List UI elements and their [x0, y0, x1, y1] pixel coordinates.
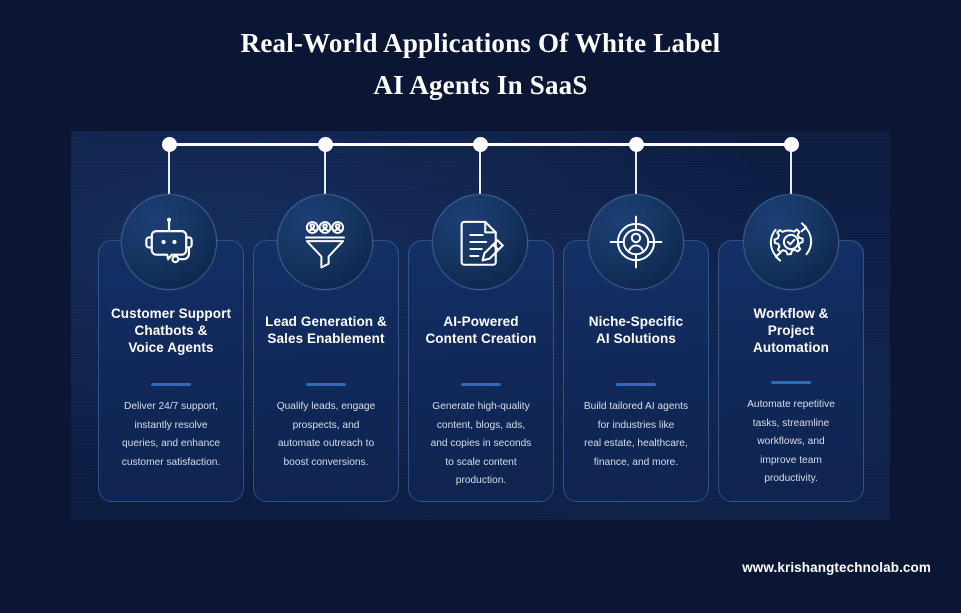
card-title-1-line-1: Customer Support [110, 306, 232, 321]
card-title-3-line-2: Content Creation [425, 331, 537, 346]
page-title-line-1: Real-World Applications Of White Label [240, 28, 721, 58]
card-body-5: Automate repetitive tasks, streamline wo… [727, 396, 855, 489]
card-body-3-line-2: content, blogs, ads, [436, 419, 526, 431]
timeline-node-5[interactable] [784, 137, 799, 152]
timeline-node-1[interactable] [162, 137, 177, 152]
card-title-5-line-2: Project [767, 323, 815, 338]
card-body-3-line-1: Generate high-quality [432, 401, 530, 412]
card-body-3-line-5: production. [455, 475, 507, 486]
card-body-1: Deliver 24/7 support, instantly resolve … [107, 398, 235, 472]
card-body-4-line-1: Build tailored AI agents [583, 401, 689, 412]
chatbot-headset-icon [140, 213, 198, 271]
card-divider-4 [616, 383, 656, 386]
card-body-2-line-1: Qualify leads, engage [276, 401, 376, 412]
card-divider-1 [151, 383, 191, 386]
card-divider-3 [461, 383, 501, 386]
card-title-3-line-1: AI-Powered [443, 314, 519, 329]
card-body-3-line-4: to scale content [445, 456, 517, 468]
icon-bubble-3 [432, 194, 528, 290]
timeline-node-3[interactable] [473, 137, 488, 152]
card-title-2: Lead Generation & Sales Enablement [263, 313, 389, 347]
card-body-5-line-5: productivity. [764, 473, 818, 484]
timeline-drop-line-5 [790, 150, 792, 194]
timeline-drop-line-4 [635, 150, 637, 194]
card-body-1-line-2: instantly resolve [134, 419, 208, 431]
card-body-1-line-4: customer satisfaction. [121, 456, 221, 468]
card-title-2-line-1: Lead Generation & [265, 314, 387, 329]
card-title-2-line-2: Sales Enablement [267, 331, 385, 346]
card-title-5: Workflow & Project Automation [728, 305, 854, 356]
card-body-5-line-4: improve team [760, 454, 822, 466]
icon-bubble-1 [121, 194, 217, 290]
card-body-3-line-3: and copies in seconds [430, 438, 532, 449]
card-body-2: Qualify leads, engage prospects, and aut… [262, 398, 390, 472]
page-title-line-2: AI Agents In SaaS [373, 70, 588, 100]
card-divider-5 [771, 381, 811, 384]
lead-funnel-icon [296, 213, 354, 271]
footer-website-url[interactable]: www.krishangtechnolab.com [742, 560, 931, 575]
timeline-node-2[interactable] [318, 137, 333, 152]
timeline-node-4[interactable] [629, 137, 644, 152]
card-divider-2 [306, 383, 346, 386]
card-title-5-line-3: Automation [753, 340, 829, 355]
card-body-4-line-3: real estate, healthcare, [584, 438, 688, 449]
card-title-5-line-1: Workflow & [753, 306, 829, 321]
target-person-icon [607, 213, 665, 271]
card-body-2-line-2: prospects, and [292, 419, 360, 431]
card-title-1-line-3: Voice Agents [128, 340, 214, 355]
card-body-5-line-2: tasks, streamline [752, 417, 830, 429]
card-title-1-line-2: Chatbots & [134, 323, 208, 338]
icon-bubble-2 [277, 194, 373, 290]
card-title-4: Niche-Specific AI Solutions [573, 313, 699, 347]
card-title-1: Customer Support Chatbots & Voice Agents [108, 305, 234, 356]
card-title-4-line-2: AI Solutions [596, 331, 676, 346]
card-body-4-line-4: finance, and more. [593, 456, 679, 468]
card-body-5-line-3: workflows, and [757, 436, 825, 447]
icon-bubble-4 [588, 194, 684, 290]
timeline-drop-line-2 [324, 150, 326, 194]
card-body-1-line-1: Deliver 24/7 support, [123, 401, 218, 412]
document-pencil-icon [452, 214, 508, 270]
card-body-4-line-2: for industries like [597, 419, 675, 431]
page-title: Real-World Applications Of White Label A… [0, 22, 961, 106]
icon-bubble-5 [743, 194, 839, 290]
timeline-drop-line-3 [479, 150, 481, 194]
timeline-drop-line-1 [168, 150, 170, 194]
card-body-2-line-4: boost conversions. [283, 456, 369, 468]
card-title-3: AI-Powered Content Creation [418, 313, 544, 347]
card-body-1-line-3: queries, and enhance [122, 438, 220, 449]
card-body-4: Build tailored AI agents for industries … [572, 398, 700, 472]
card-body-5-line-1: Automate repetitive [747, 399, 835, 410]
card-title-4-line-1: Niche-Specific [588, 314, 684, 329]
card-body-3: Generate high-quality content, blogs, ad… [417, 398, 545, 491]
card-body-2-line-3: automate outreach to [277, 438, 375, 449]
gear-check-refresh-icon [762, 213, 820, 271]
